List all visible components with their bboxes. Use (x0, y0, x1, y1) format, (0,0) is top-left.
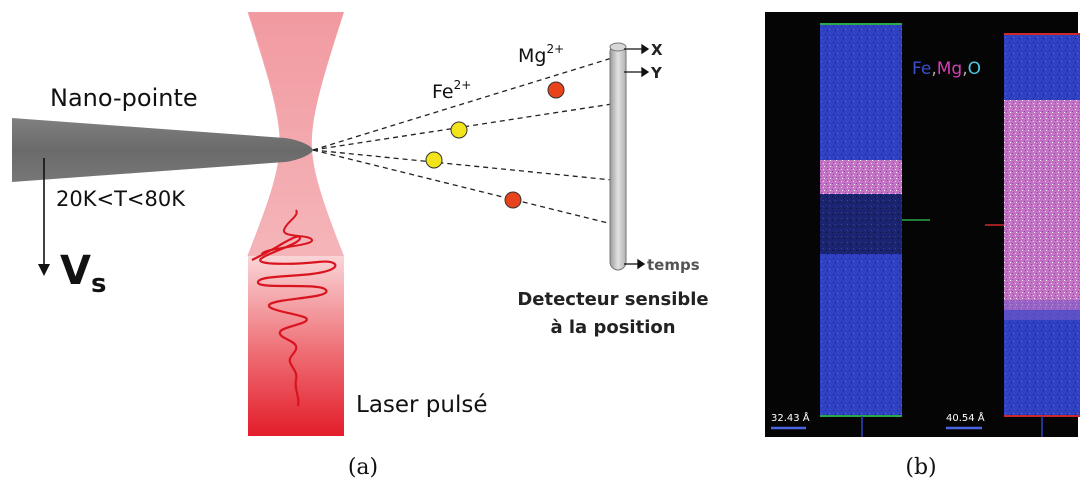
panel-b: Fe,Mg,O 32.43 Å 40.54 Å (b) (765, 12, 1080, 480)
voltage-arrow (38, 158, 50, 276)
laser-beam (247, 11, 344, 436)
ion-mg (504, 191, 522, 209)
axis-time-label: temps (647, 256, 700, 274)
ion-mg (547, 81, 565, 99)
temperature-label: 20K<T<80K (56, 187, 186, 211)
scale-bar-left: 32.43 Å (771, 411, 810, 430)
scale-bar-right: 40.54 Å (946, 411, 985, 430)
element-legend: Fe,Mg,O (912, 59, 981, 79)
detector-label-line2: à la position (550, 317, 675, 338)
reconstruction-column-right (985, 33, 1080, 437)
ion-label-fe: Fe2+ (432, 78, 471, 103)
reconstruction-column-left (820, 23, 930, 437)
laser-label: Laser pulsé (356, 392, 488, 418)
legend-o: O (968, 59, 981, 79)
ion-trajectories (312, 57, 613, 225)
voltage-label: Vs (60, 248, 106, 299)
ion-fe (425, 151, 443, 169)
svg-text:32.43 Å: 32.43 Å (771, 411, 810, 424)
caption-a: (a) (348, 455, 378, 480)
axis-y-label: Y (650, 64, 663, 82)
legend-fe: Fe (912, 59, 931, 79)
detector-axes (624, 43, 650, 270)
ion-label-mg: Mg2+ (518, 42, 564, 67)
legend-mg: Mg (937, 59, 962, 79)
svg-text:40.54 Å: 40.54 Å (946, 411, 985, 424)
ion-fe (450, 121, 468, 139)
nano-tip (12, 118, 313, 182)
detector-label-line1: Detecteur sensible (517, 289, 708, 310)
position-sensitive-detector (609, 42, 627, 271)
caption-b: (b) (905, 455, 936, 480)
tip-label: Nano-pointe (50, 84, 198, 112)
panel-a: Nano-pointe 20K<T<80K Vs Fe2+ Mg2+ (12, 11, 709, 480)
axis-x-label: X (651, 41, 663, 59)
